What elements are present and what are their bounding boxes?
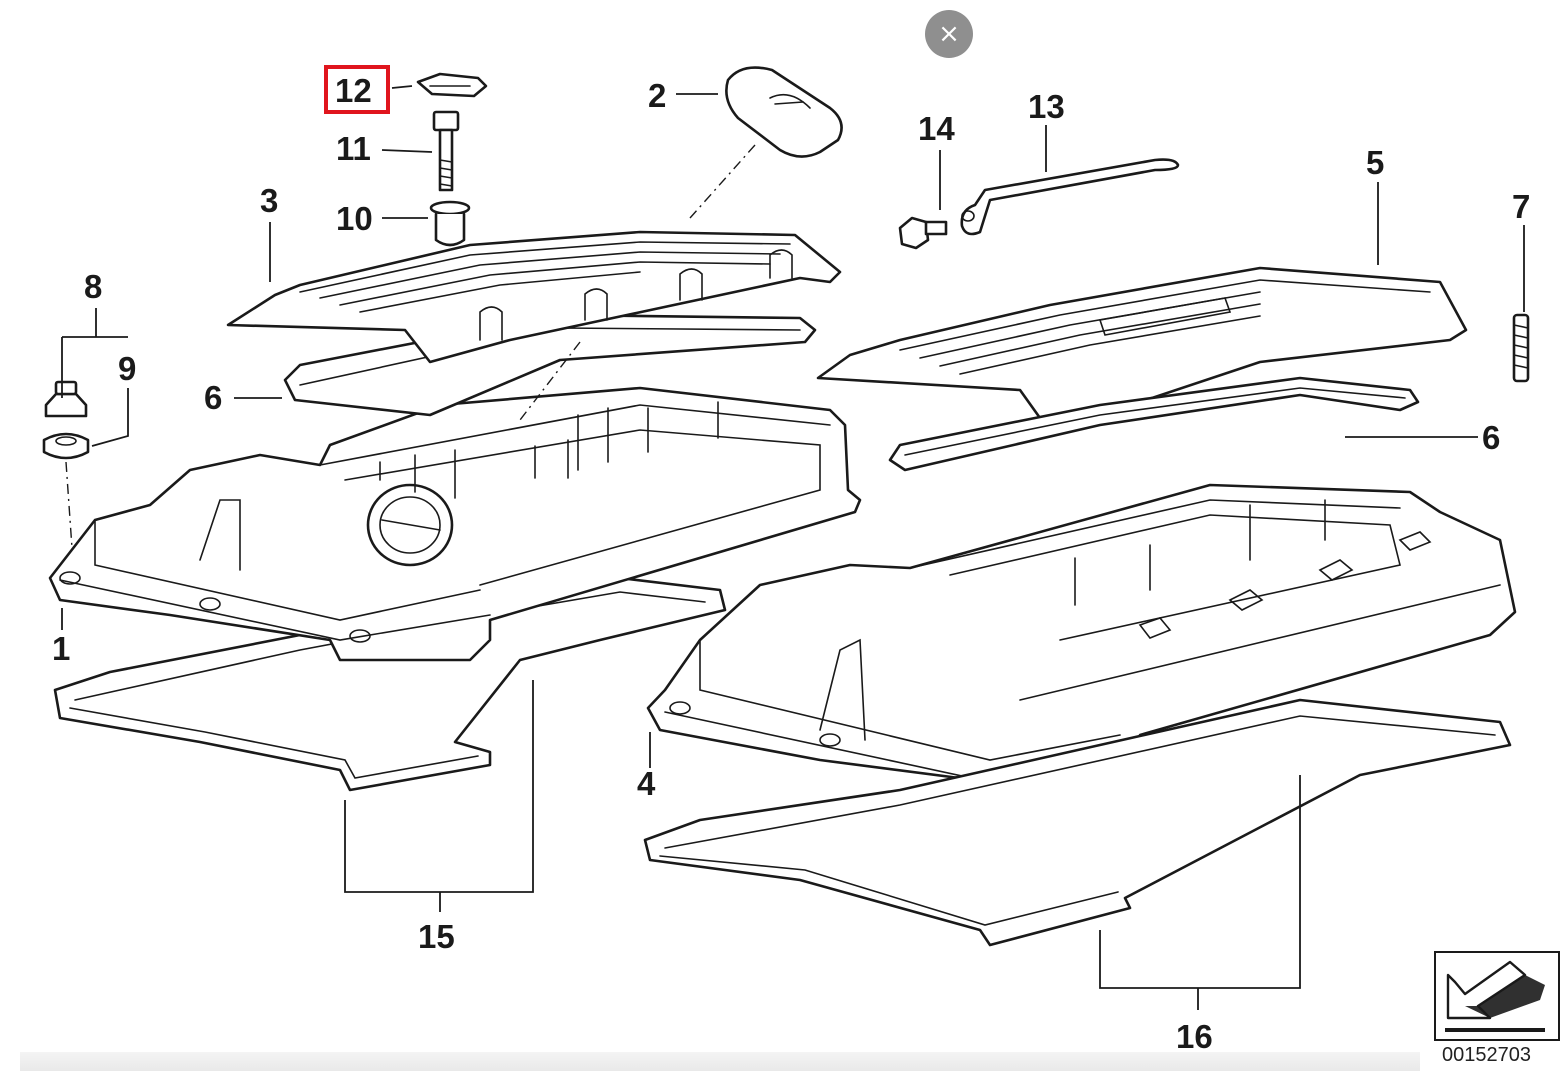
callout-labels: 1 2 3 4 5 6 6 7 8 9 10 11 12 13 14 15 16 xyxy=(52,65,1530,1055)
callout-9: 9 xyxy=(118,350,136,387)
bushing-part-10 xyxy=(429,200,471,247)
callout-1: 1 xyxy=(52,630,70,667)
callout-3: 3 xyxy=(260,182,278,219)
callout-10: 10 xyxy=(336,200,373,237)
callout-5: 5 xyxy=(1366,144,1384,181)
close-button[interactable]: × xyxy=(925,10,973,58)
bolt-part-11 xyxy=(432,110,460,192)
callout-8: 8 xyxy=(84,268,102,305)
nut-part-8 xyxy=(44,380,88,418)
callout-13: 13 xyxy=(1028,88,1065,125)
close-icon: × xyxy=(938,19,960,49)
document-number: 00152703 xyxy=(1442,1044,1531,1066)
top-cover-left xyxy=(226,230,842,364)
callout-7: 7 xyxy=(1512,188,1530,225)
callout-6-left: 6 xyxy=(204,379,222,416)
lower-gasket-right xyxy=(643,698,1512,947)
callout-4: 4 xyxy=(637,765,656,802)
gasket-right-upper xyxy=(888,376,1420,472)
stud-part-7 xyxy=(1512,313,1530,383)
callout-15: 15 xyxy=(418,918,455,955)
oil-filler-cap xyxy=(725,66,843,158)
callout-14: 14 xyxy=(918,110,955,147)
callout-12-highlight xyxy=(324,65,390,114)
orientation-arrow-icon xyxy=(1434,951,1560,1041)
washer-part-9 xyxy=(42,432,90,460)
callout-2: 2 xyxy=(648,77,666,114)
callout-6-right: 6 xyxy=(1482,419,1500,456)
callout-12: 12 xyxy=(335,72,372,109)
ground-strap-part-13 xyxy=(960,158,1180,236)
leader-lines xyxy=(61,85,1525,1010)
bolt-part-14 xyxy=(898,216,948,250)
alignment-lines xyxy=(65,144,756,549)
callout-16: 16 xyxy=(1176,1018,1213,1055)
bottom-scroll-shadow xyxy=(20,1052,1420,1071)
callout-11: 11 xyxy=(336,130,371,167)
valve-cover-left xyxy=(48,386,862,662)
cover-clip-part-12 xyxy=(416,72,488,98)
valve-cover-right xyxy=(646,483,1517,804)
